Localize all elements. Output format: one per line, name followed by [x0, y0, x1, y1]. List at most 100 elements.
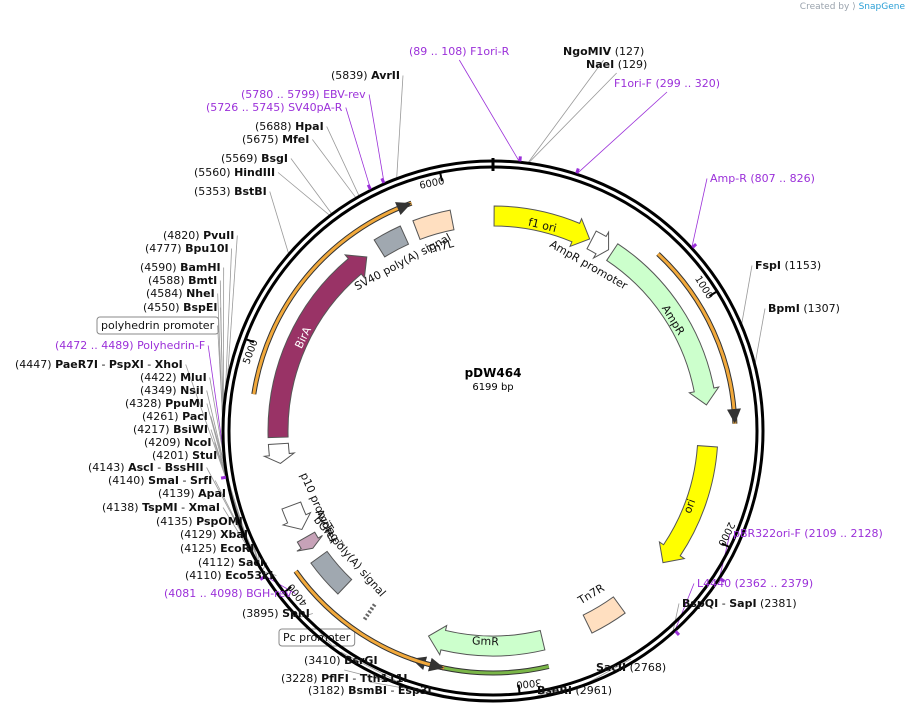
label-part: (1153) — [785, 259, 822, 272]
site-label: (3228) PflFI - Tth111I — [281, 672, 408, 685]
tick-mark — [708, 290, 718, 297]
site-label: (4217) BsiWI — [133, 423, 208, 436]
site-label: (4112) SacI — [198, 556, 264, 569]
backbone — [221, 158, 765, 703]
plasmid-name: pDW464 — [465, 366, 522, 380]
leader-line — [754, 308, 766, 366]
leader-line — [224, 248, 232, 397]
orf-arrow — [294, 570, 445, 670]
orf-arrow — [252, 201, 412, 395]
label-part: (4201) — [152, 449, 189, 462]
label-part: PspOMI — [196, 515, 243, 528]
feature-avitag — [296, 531, 323, 552]
tick-mark — [245, 338, 255, 344]
leader-line — [368, 94, 385, 184]
label-part: BspQI — [682, 597, 718, 610]
label-part: L4440 — [697, 577, 731, 590]
label-part: BsrGI — [344, 654, 377, 667]
orf-arrowhead — [395, 202, 412, 215]
label-part: XhoI — [155, 358, 183, 371]
label-part: (2381) — [760, 597, 797, 610]
primer-label: (4081 .. 4098) BGH-rev — [164, 587, 292, 600]
site-label: (4129) XbaI — [180, 528, 248, 541]
label-part: (2362 .. 2379) — [735, 577, 814, 590]
label-part: SapI — [729, 597, 756, 610]
label-part: PacI — [182, 410, 208, 423]
leader-line — [226, 235, 238, 385]
site-label: (4588) BmtI — [148, 274, 217, 287]
primer-binding-mark — [674, 630, 681, 636]
label-part: (299 .. 320) — [655, 77, 720, 90]
site-label: (4447) PaeR7I - PspXI - XhoI — [15, 358, 183, 371]
label-part: BssHII — [165, 461, 204, 474]
primer-label: Amp-R (807 .. 826) — [710, 172, 815, 185]
label-part: (5780 .. 5799) — [241, 88, 320, 101]
label-part: (4140) — [108, 474, 145, 487]
label-part: AscI — [128, 461, 154, 474]
tick-mark — [283, 586, 292, 594]
label-part: PaeR7I — [55, 358, 98, 371]
feature-label-f1-ori: f1 ori — [527, 216, 558, 235]
feature-gmr — [427, 624, 546, 657]
label-part: Pc promoter — [283, 631, 351, 644]
label-part: (4138) — [102, 501, 139, 514]
site-label: (3410) BsrGI — [304, 654, 378, 667]
site-label: (5688) HpaI — [255, 120, 324, 133]
site-label: (4328) PpuMI — [125, 397, 204, 410]
label-part: NheI — [186, 287, 215, 300]
site-label: (4143) AscI - BssHII — [88, 461, 204, 474]
label-part: PflFI — [321, 672, 349, 685]
site-label: (3895) SphI — [242, 607, 310, 620]
site-label: (4550) BspEI — [143, 301, 218, 314]
primer-binding-mark — [259, 575, 266, 581]
feature-p10b — [262, 442, 296, 464]
label-part: (4550) — [143, 301, 180, 314]
label-part: Polyhedrin-F — [137, 339, 205, 352]
orf-arrowhead — [428, 657, 445, 672]
feature-p10 — [281, 501, 312, 531]
label-part: (4777) — [145, 242, 182, 255]
primer-binding-mark — [575, 168, 580, 174]
label-part: (4135) — [156, 515, 193, 528]
feature-amp-promoter — [586, 230, 610, 260]
plasmid-length: 6199 bp — [472, 382, 513, 393]
leader-line — [277, 172, 331, 216]
label-part: (4447) — [15, 358, 52, 371]
label-part: BstBI — [234, 185, 267, 198]
label-part: MfeI — [282, 133, 309, 146]
label-part: (4590) — [140, 261, 177, 274]
label-part: polyhedrin promoter — [101, 319, 215, 332]
label-part: (5839) — [331, 69, 368, 82]
label-part: XmaI — [189, 501, 220, 514]
feature-label-gmr: GmR — [472, 634, 500, 648]
label-part: (2768) — [630, 661, 667, 674]
site-label: (4110) Eco53kI — [185, 569, 273, 582]
label-part: SV40pA-R — [288, 101, 343, 114]
label-part: F1ori-R — [470, 45, 510, 58]
label-part: (5675) — [242, 133, 279, 146]
label-part: StuI — [192, 449, 217, 462]
primer-label: (5726 .. 5745) SV40pA-R — [206, 101, 343, 114]
leader-line — [691, 178, 708, 249]
backbone-outer-circle — [221, 159, 765, 703]
label-part: pBR322ori-F — [733, 527, 801, 540]
primer-label: (4472 .. 4489) Polyhedrin-F — [55, 339, 205, 352]
feature-ori — [658, 445, 718, 564]
label-part: (129) — [618, 58, 648, 71]
site-label: (4422) MluI — [140, 371, 207, 384]
primer-label: L4440 (2362 .. 2379) — [697, 577, 813, 590]
label-part: SacI — [238, 556, 264, 569]
label-part: (5688) — [255, 120, 292, 133]
label-part: (5569) — [221, 152, 258, 165]
label-part: NcoI — [184, 436, 211, 449]
feature-bira — [267, 254, 368, 439]
site-label: (4777) Bpu10I — [145, 242, 229, 255]
snapgene-logo-icon: ⟩ — [852, 2, 856, 12]
site-label: BpmI (1307) — [768, 302, 840, 315]
label-part: EBV-rev — [323, 88, 366, 101]
pc-promoter-mark — [361, 603, 377, 623]
label-part: HindIII — [234, 166, 275, 179]
site-label: (4590) BamHI — [140, 261, 221, 274]
